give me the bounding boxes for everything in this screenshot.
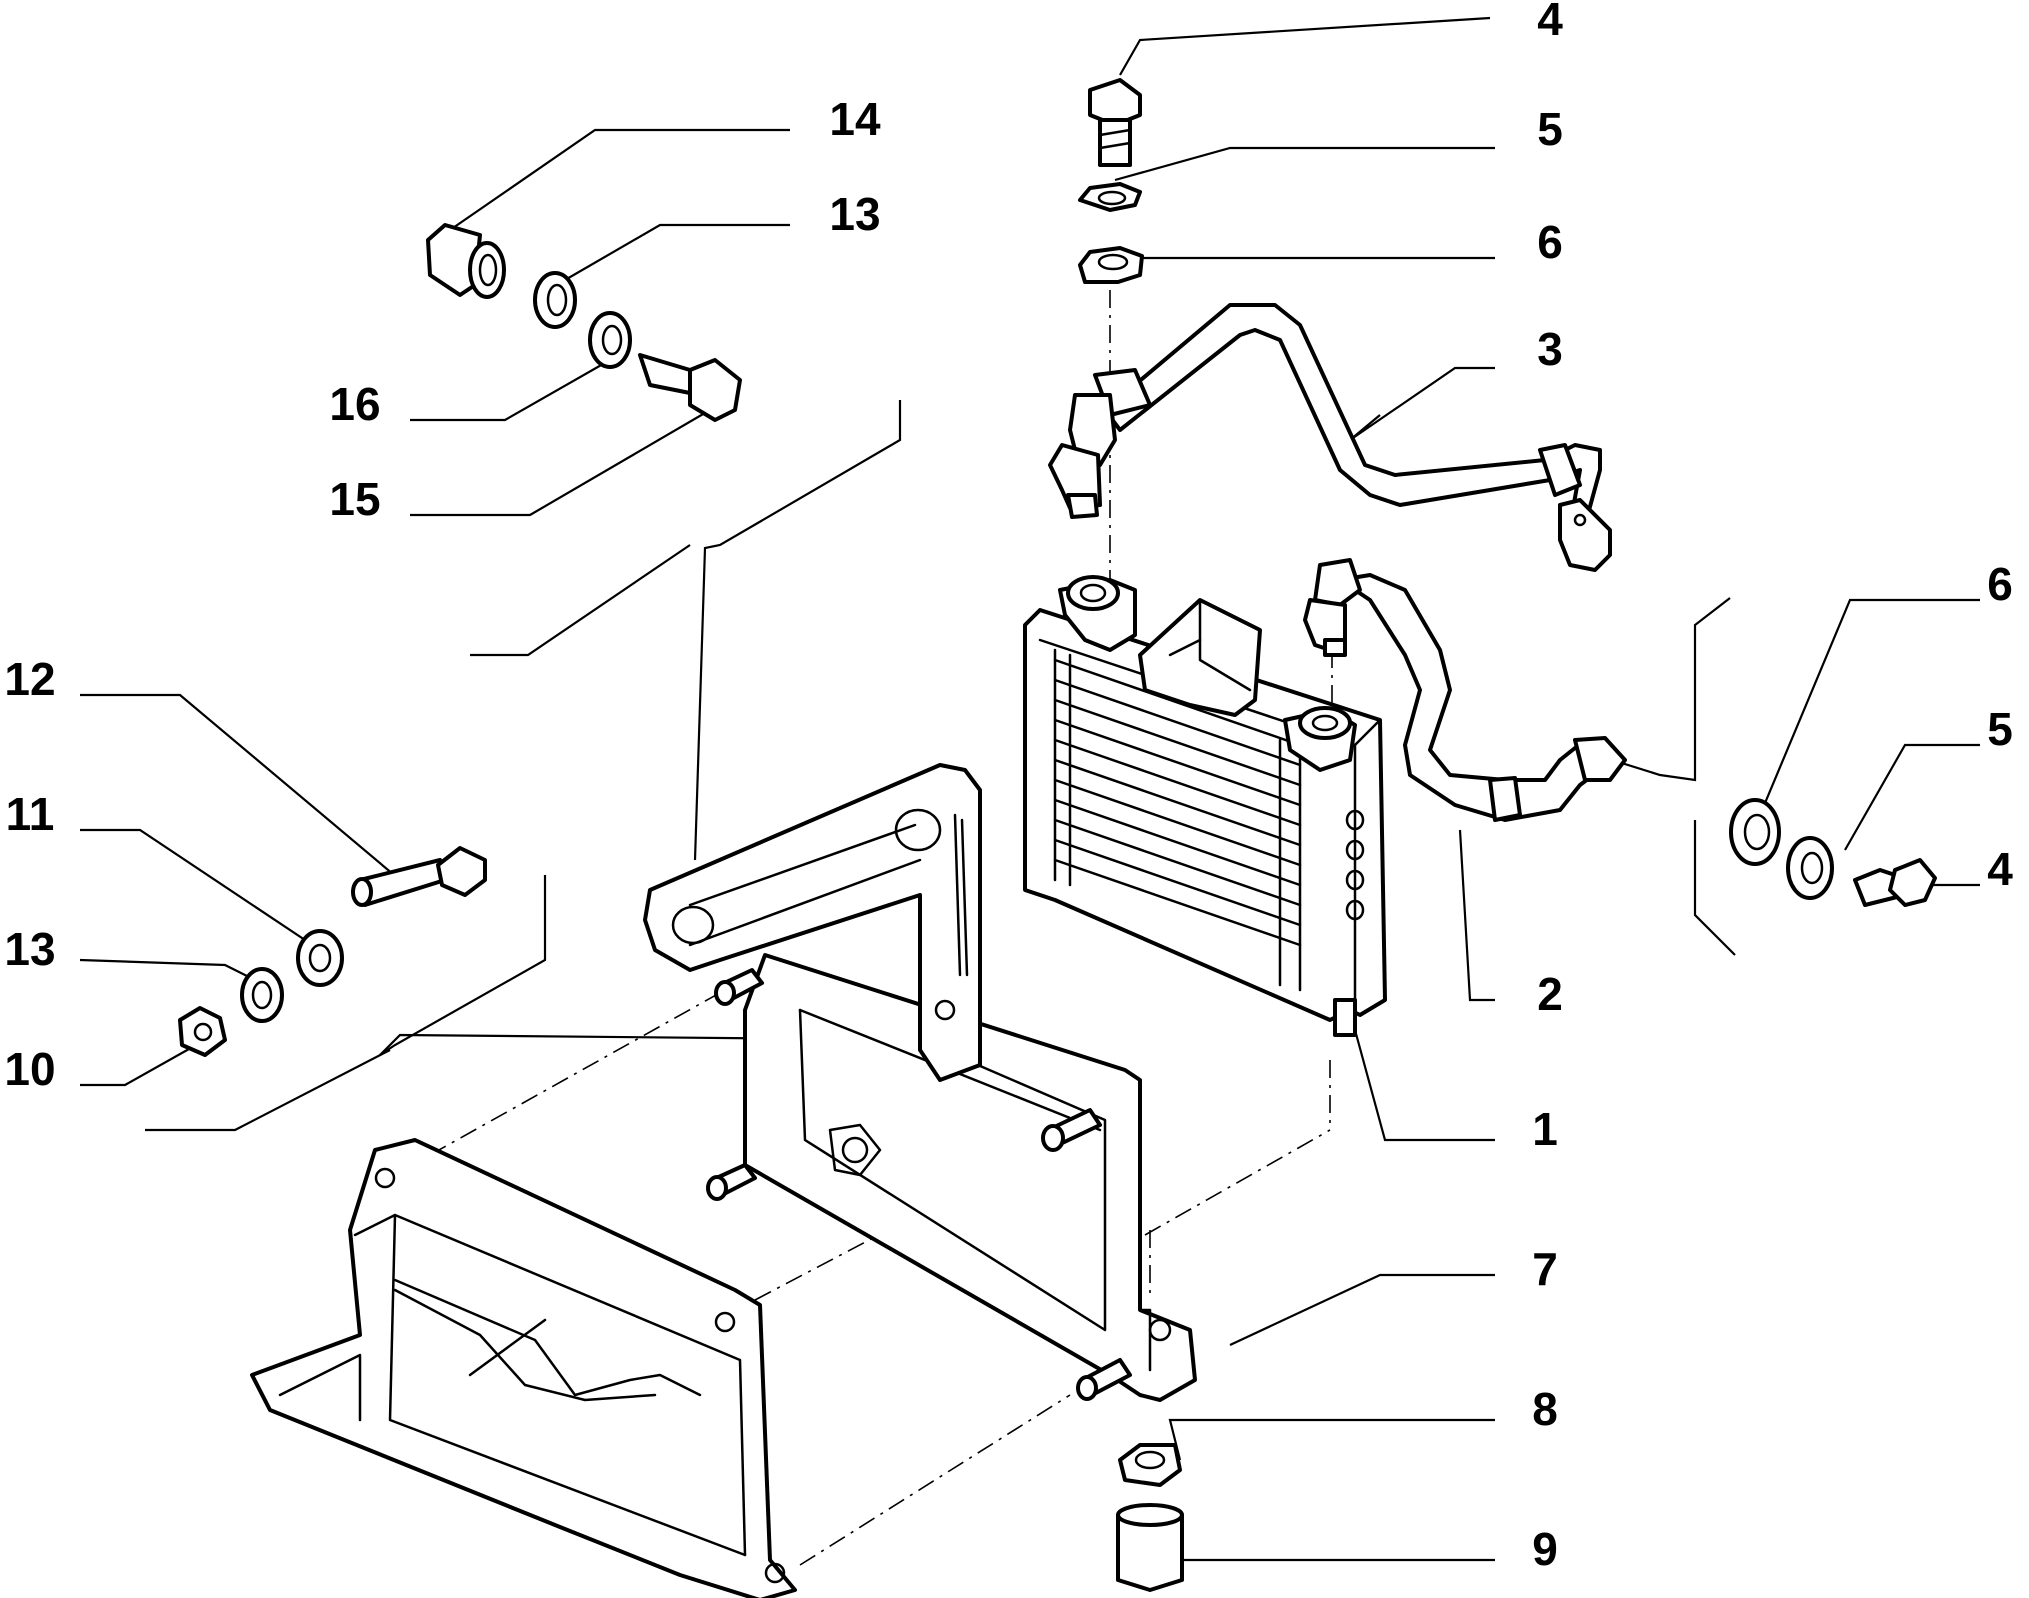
callout-16: 16 bbox=[329, 378, 380, 430]
right-fasteners bbox=[1729, 798, 1937, 907]
callout-13-top: 13 bbox=[829, 188, 880, 240]
top-left-fasteners bbox=[426, 223, 742, 422]
callout-6-top: 6 bbox=[1537, 216, 1563, 268]
callout-5-top: 5 bbox=[1537, 103, 1563, 155]
callout-5-right: 5 bbox=[1987, 703, 2013, 755]
callout-7: 7 bbox=[1532, 1243, 1558, 1295]
callout-9: 9 bbox=[1532, 1523, 1558, 1575]
leader-lines bbox=[79, 16, 1980, 1562]
support-bracket bbox=[643, 763, 982, 1082]
callout-4-top: 4 bbox=[1537, 0, 1563, 45]
oil-cooler bbox=[1023, 575, 1387, 1037]
callout-15: 15 bbox=[329, 473, 380, 525]
oil-hose-2 bbox=[1303, 558, 1627, 822]
mounting-frame bbox=[706, 953, 1197, 1402]
left-fasteners bbox=[178, 846, 487, 1057]
callout-1: 1 bbox=[1532, 1103, 1558, 1155]
callout-11: 11 bbox=[6, 788, 55, 840]
bottom-fasteners bbox=[1116, 1443, 1184, 1592]
callout-4-right: 4 bbox=[1987, 843, 2013, 895]
callout-14: 14 bbox=[829, 93, 881, 145]
callout-6-right: 6 bbox=[1987, 558, 2013, 610]
air-duct bbox=[250, 1138, 797, 1598]
callout-8: 8 bbox=[1532, 1383, 1558, 1435]
callout-13-left: 13 bbox=[4, 923, 55, 975]
oil-hose-3 bbox=[1048, 303, 1612, 572]
top-fasteners bbox=[1078, 78, 1144, 284]
callout-12: 12 bbox=[4, 653, 55, 705]
callout-10: 10 bbox=[4, 1043, 55, 1095]
callout-labels: 4 5 6 3 6 5 4 2 1 7 8 9 14 13 16 15 12 1… bbox=[4, 0, 2013, 1575]
callout-3: 3 bbox=[1537, 323, 1563, 375]
callout-2: 2 bbox=[1537, 968, 1563, 1020]
